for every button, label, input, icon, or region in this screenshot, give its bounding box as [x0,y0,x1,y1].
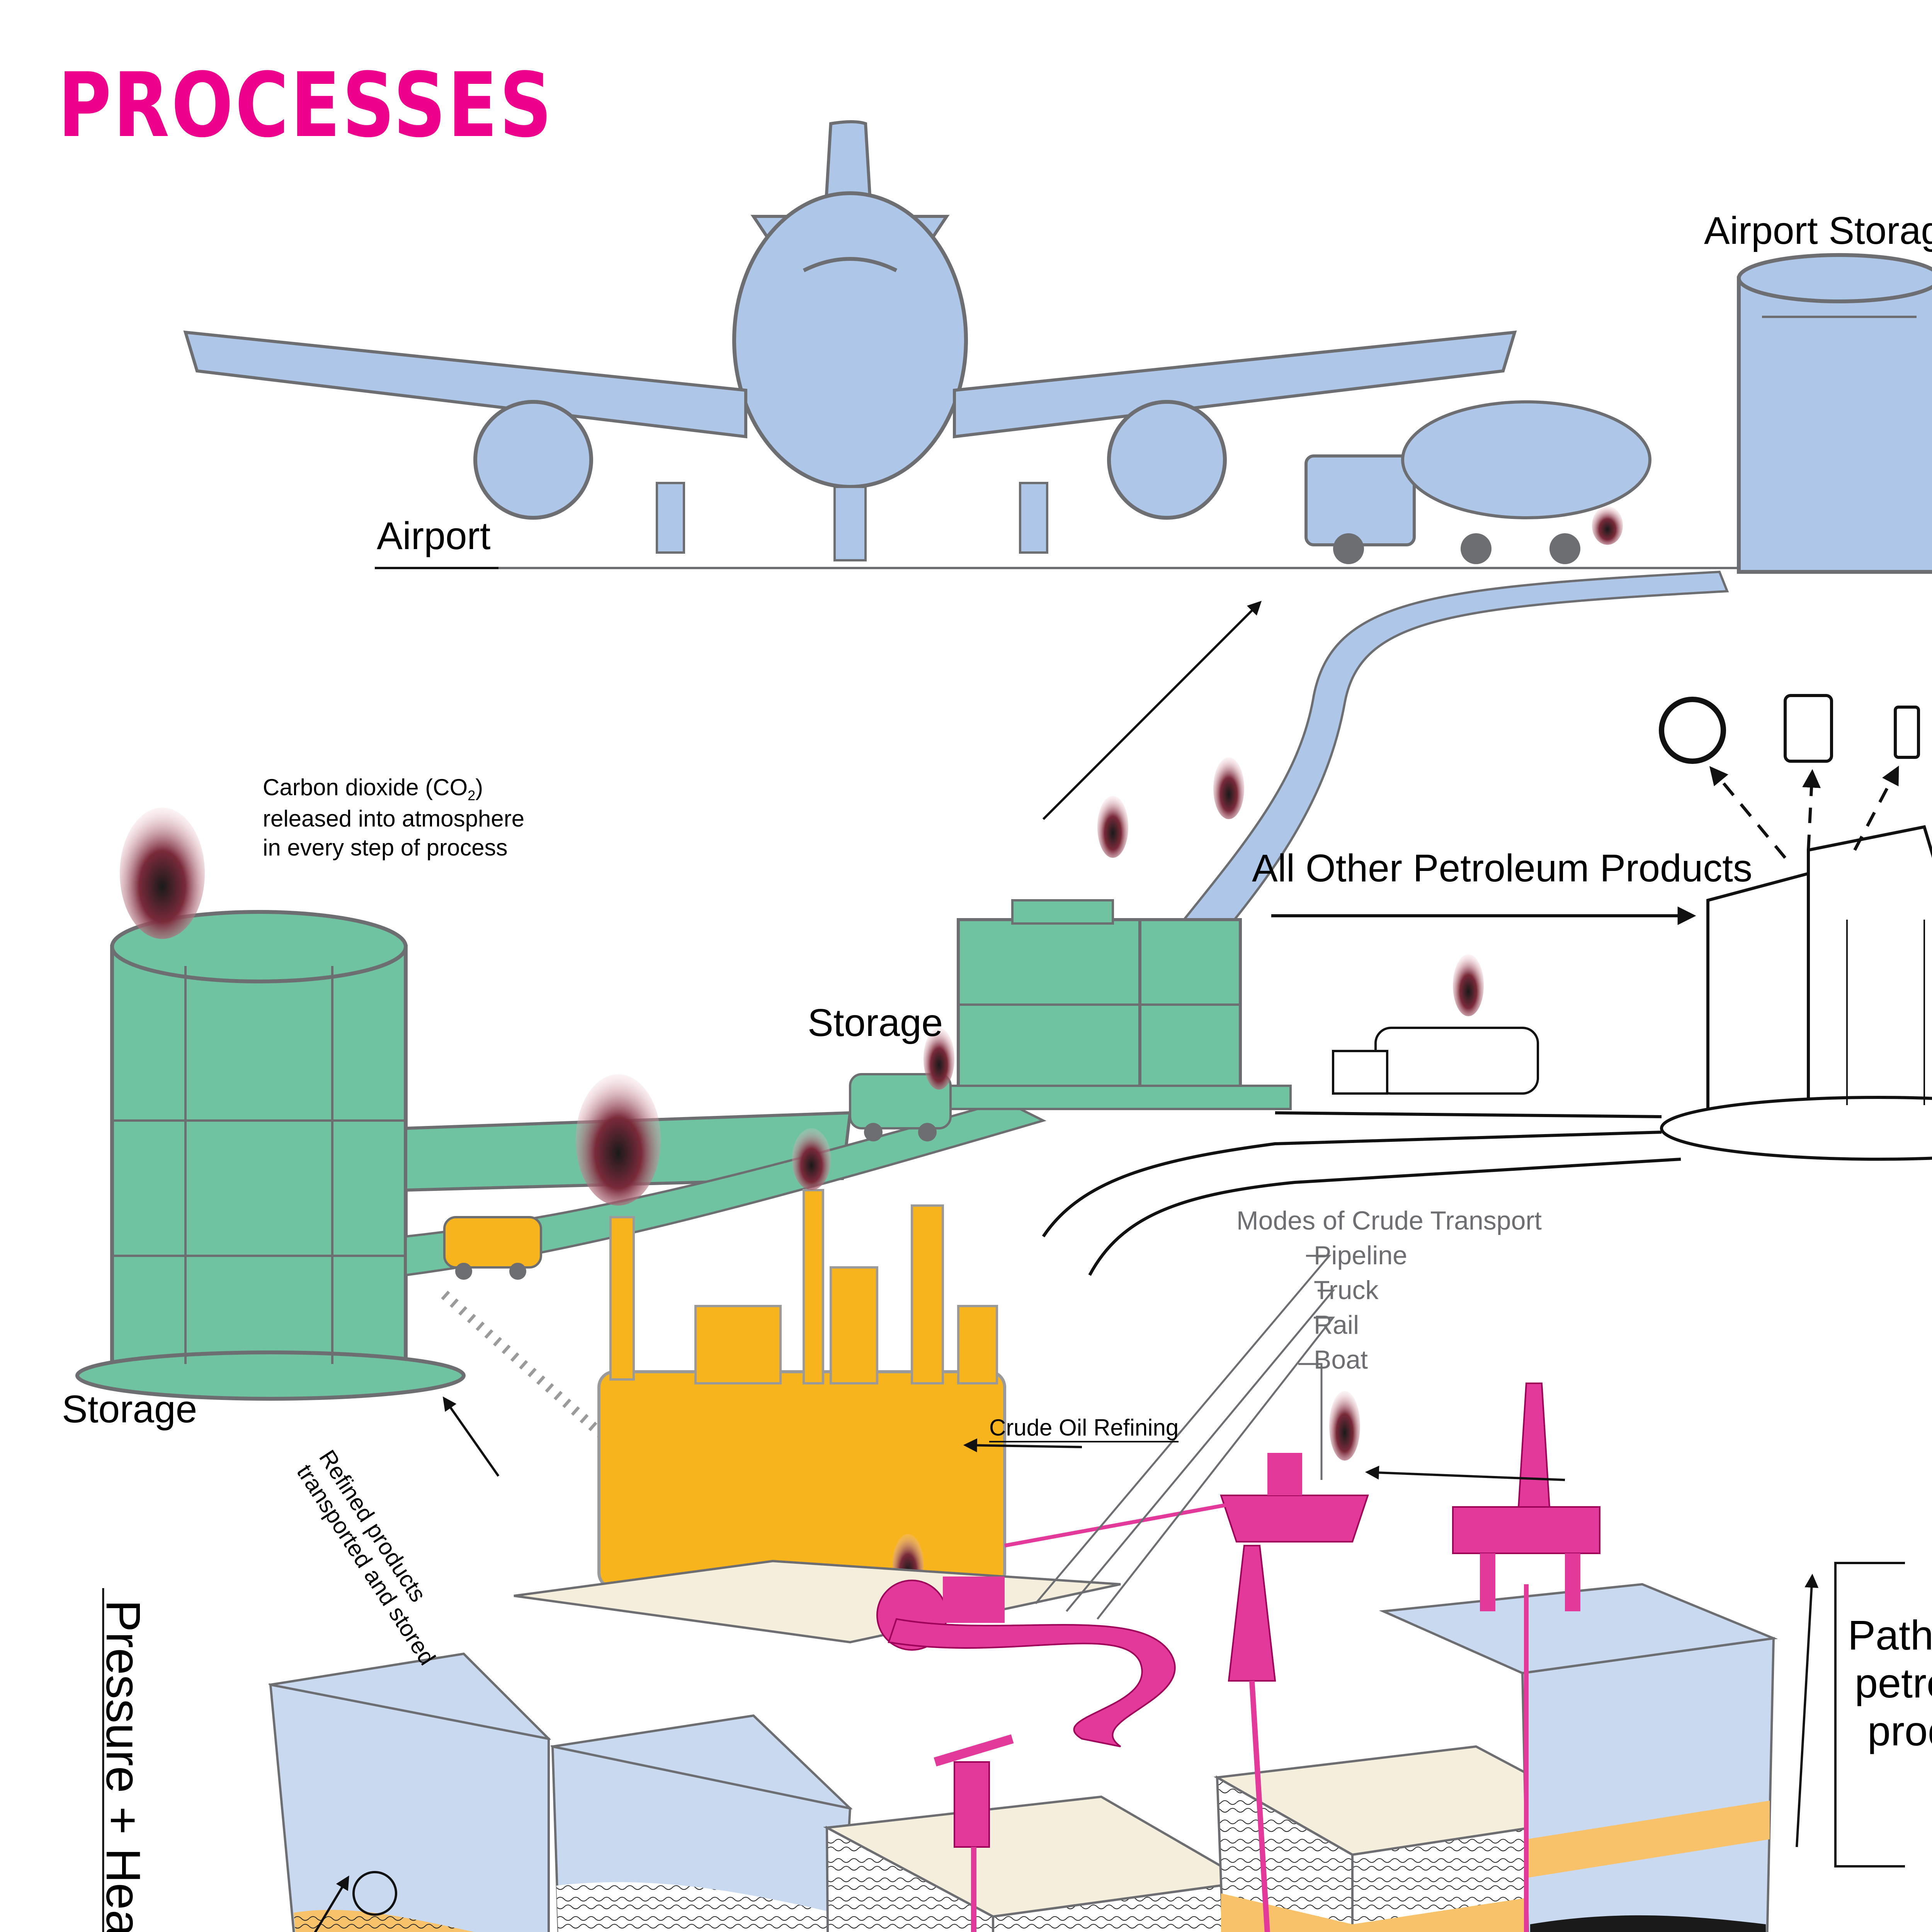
storage-refinery-green-icon [942,899,1292,1110]
crude-refining-label: Crude Oil Refining [989,1414,1179,1442]
fuel-truck-icon [1304,400,1651,564]
path-label: Path for all petroleum products [1847,1612,1932,1755]
airport-label: Airport [377,514,491,558]
pressure-heat-label: Pressure + Heat [96,1600,150,1932]
modes-title: Modes of Crude Transport [1236,1206,1542,1235]
airport-storage-label: Airport Storage [1704,209,1932,252]
train-icon [1275,1027,1662,1118]
green-road [405,1100,1047,1277]
oil-tanker-ship-icon [1220,1453,1369,1543]
rail-track [441,1291,622,1453]
storage-tank-left-icon [75,910,466,1401]
mode-rail: Rail [1314,1310,1359,1340]
offshore-platform-icon [1452,1383,1600,1932]
mode-boat: Boat [1314,1345,1368,1374]
tanker-truck-icon [443,1216,542,1280]
tanker-truck-icon [849,1073,952,1141]
airport-storage-tanks-icon [1737,253,1932,574]
airplane-icon [183,120,1517,561]
bottle-icon [1894,706,1920,759]
geologic-block-today [823,1795,1252,1932]
mode-pipeline: Pipeline [1314,1241,1407,1270]
all-other-products-label: All Other Petroleum Products [1252,847,1752,890]
geologic-block-300-million [268,1652,551,1932]
pumpjack-icon [934,1734,1014,1932]
storage-left-label: Storage [62,1388,197,1431]
pink-road [888,1618,1176,1747]
geologic-block-200-million [550,1714,853,1932]
drilling-derrick-icon [1228,1545,1276,1932]
page-title: PROCESSES [58,54,554,157]
tire-icon [1659,697,1726,764]
storage-upper-label: Storage [808,1001,943,1044]
product-container-icon [1784,694,1833,763]
mode-truck: Truck [1314,1276,1379,1305]
refinery-icon [597,1189,1006,1590]
co2-note: Carbon dioxide (CO2) released into atmos… [263,774,525,861]
petrochemical-plant-icon [1660,825,1932,1161]
